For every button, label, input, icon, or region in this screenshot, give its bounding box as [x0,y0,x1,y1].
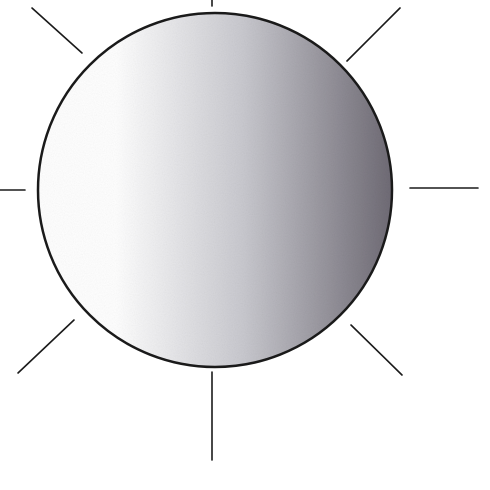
sun-disc [38,13,392,367]
sun-ray-bottom-right [351,325,402,375]
sun-ray-bottom-left [18,320,74,373]
sun-ray-top-left [32,8,82,53]
sun-ray-top-right [347,8,400,61]
